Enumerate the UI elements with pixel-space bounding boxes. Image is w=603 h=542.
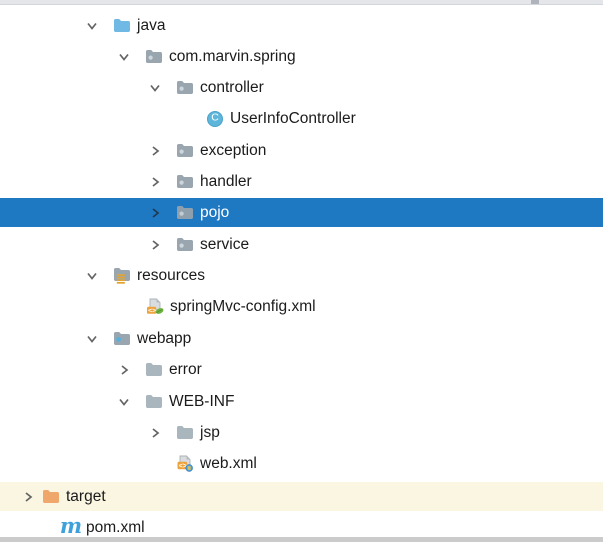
web-xml-file-icon: <> [176,455,194,472]
chevron-right-icon[interactable] [147,425,163,441]
tree-row-exception[interactable]: exception [0,136,603,165]
tree-row-service[interactable]: service [0,230,603,259]
tree-item-label: java [137,16,166,34]
tree-item-label: com.marvin.spring [169,47,296,65]
tree-row-controller[interactable]: controller [0,73,603,102]
chevron-down-icon[interactable] [147,80,163,96]
tree-row-web-inf[interactable]: WEB-INF [0,387,603,416]
package-folder-icon [176,173,194,190]
tree-item-label: jsp [200,423,220,441]
java-source-folder-icon [113,17,131,34]
folder-icon [145,361,163,378]
tree-row-java[interactable]: java [0,11,603,40]
tree-row-handler[interactable]: handler [0,167,603,196]
tree-item-label: service [200,235,250,253]
folder-icon [176,424,194,441]
chevron-right-icon[interactable] [147,143,163,159]
svg-text:<>: <> [179,463,187,470]
panel-top-edge [0,0,603,5]
tree-item-label: springMvc-config.xml [170,297,316,315]
tree-row-pojo[interactable]: pojo [0,198,603,227]
tree-row-error[interactable]: error [0,355,603,384]
maven-file-icon: m [59,513,83,538]
tree-row-springmvc-config-xml[interactable]: <> springMvc-config.xml [0,292,603,321]
folder-icon [145,393,163,410]
tree-row-userinfocontroller[interactable]: C UserInfoController [0,104,603,133]
tree-item-label: resources [137,266,206,284]
excluded-folder-icon [42,488,60,505]
tree-item-label: handler [200,172,252,190]
chevron-right-icon[interactable] [20,489,36,505]
chevron-right-icon[interactable] [116,362,132,378]
tree-item-label: pojo [200,203,230,221]
tree-row-webapp[interactable]: webapp [0,324,603,353]
chevron-right-icon[interactable] [147,174,163,190]
tree-row-web-xml[interactable]: <> web.xml [0,449,603,478]
tree-item-label: error [169,360,202,378]
resources-folder-icon [113,267,131,284]
java-class-icon: C [206,110,224,127]
tree-row-pom-xml[interactable]: m pom.xml [0,513,603,542]
chevron-down-icon[interactable] [84,18,100,34]
chevron-down-icon[interactable] [116,394,132,410]
package-folder-icon [176,236,194,253]
tree-item-label: pom.xml [86,518,145,536]
tree-row-com-marvin-spring[interactable]: com.marvin.spring [0,42,603,71]
package-folder-icon [176,142,194,159]
chevron-right-icon[interactable] [147,205,163,221]
package-folder-icon [176,204,194,221]
tree-item-label: UserInfoController [230,109,356,127]
tree-item-label: controller [200,78,264,96]
tree-row-jsp[interactable]: jsp [0,418,603,447]
chevron-down-icon[interactable] [84,331,100,347]
spring-config-file-icon: <> [146,298,164,315]
tree-item-label: webapp [137,329,192,347]
top-scrollbar-thumb[interactable] [531,0,539,4]
horizontal-scrollbar[interactable] [0,537,603,542]
tree-item-label: exception [200,141,267,159]
chevron-right-icon[interactable] [147,237,163,253]
tree-item-label: target [66,487,106,505]
svg-text:<>: <> [148,307,156,314]
chevron-down-icon[interactable] [84,268,100,284]
tree-row-target[interactable]: target [0,482,603,511]
chevron-down-icon[interactable] [116,49,132,65]
tree-row-resources[interactable]: resources [0,261,603,290]
tree-item-label: WEB-INF [169,392,235,410]
tree-item-label: web.xml [200,454,257,472]
web-folder-icon [113,330,131,347]
package-folder-icon [145,48,163,65]
package-folder-icon [176,79,194,96]
